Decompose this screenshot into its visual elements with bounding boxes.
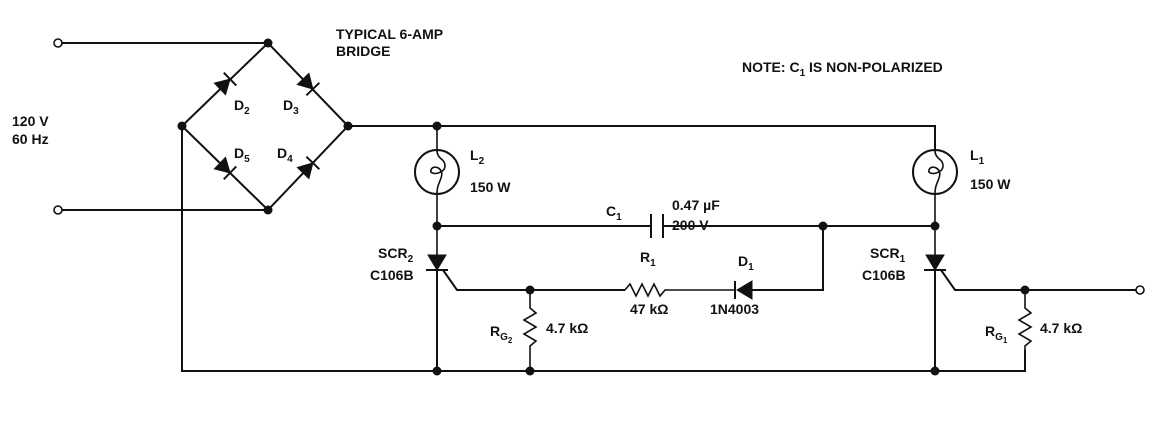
capacitor-value: 0.47 µF xyxy=(672,197,720,213)
label-d2: D2 xyxy=(234,97,250,117)
lamp-l2: L2 150 W xyxy=(414,126,511,290)
capacitor-voltage: 200 V xyxy=(672,217,709,233)
ac-input: 120 V 60 Hz xyxy=(12,38,268,215)
label-scr2: SCR2 xyxy=(378,245,414,265)
label-r1: R1 xyxy=(640,249,656,269)
resistor-rg2: RG2 4.7 kΩ xyxy=(490,290,588,371)
source-voltage: 120 V xyxy=(12,113,49,129)
input-wires xyxy=(62,42,268,211)
part-scr2: C106B xyxy=(370,267,414,283)
label-d5: D5 xyxy=(234,145,250,165)
label-scr1: SCR1 xyxy=(870,245,906,265)
note: NOTE: C1 IS NON-POLARIZED xyxy=(742,59,943,79)
lamp-l1: L1 150 W xyxy=(912,147,1011,290)
resistor-rg1: RG1 4.7 kΩ xyxy=(985,290,1082,350)
scr2: SCR2 C106B xyxy=(370,245,625,371)
bridge-wires xyxy=(180,41,350,212)
power-rails xyxy=(181,125,1026,372)
diode-d1: D1 1N4003 xyxy=(710,226,824,317)
input-terminal-bottom xyxy=(53,205,63,215)
label-d1: D1 xyxy=(738,253,754,273)
capacitor-c1: C1 0.47 µF 200 V xyxy=(437,197,935,238)
part-scr1: C106B xyxy=(862,267,906,283)
bridge-rectifier: D2 D3 D5 D4 TYPICAL 6-AMP BRIDGE xyxy=(177,26,443,215)
label-d3: D3 xyxy=(283,97,299,117)
rg2-value: 4.7 kΩ xyxy=(546,320,588,336)
label-rg1: RG1 xyxy=(985,323,1008,345)
bridge-caption-2: BRIDGE xyxy=(336,43,390,59)
input-terminal-top xyxy=(53,38,63,48)
resistor-r1: R1 47 kΩ xyxy=(624,249,735,317)
label-l1: L1 xyxy=(970,147,985,167)
diode-d4-symbol xyxy=(296,155,321,180)
label-l2: L2 xyxy=(470,147,485,167)
rating-l1: 150 W xyxy=(970,176,1011,192)
diode-d2-symbol xyxy=(213,71,238,96)
gate-trigger-terminal xyxy=(1135,285,1145,295)
source-frequency: 60 Hz xyxy=(12,131,49,147)
diode-d3-symbol xyxy=(296,72,321,97)
rg1-value: 4.7 kΩ xyxy=(1040,320,1082,336)
label-rg2: RG2 xyxy=(490,323,513,345)
d1-part: 1N4003 xyxy=(710,301,759,317)
scr1: SCR1 C106B xyxy=(862,245,1145,371)
diode-d5-symbol xyxy=(213,156,238,181)
bridge-caption-1: TYPICAL 6-AMP xyxy=(336,26,443,42)
label-d4: D4 xyxy=(277,145,293,165)
rating-l2: 150 W xyxy=(470,179,511,195)
label-c1: C1 xyxy=(606,203,622,223)
junction-dots xyxy=(432,121,1030,376)
r1-value: 47 kΩ xyxy=(630,301,668,317)
